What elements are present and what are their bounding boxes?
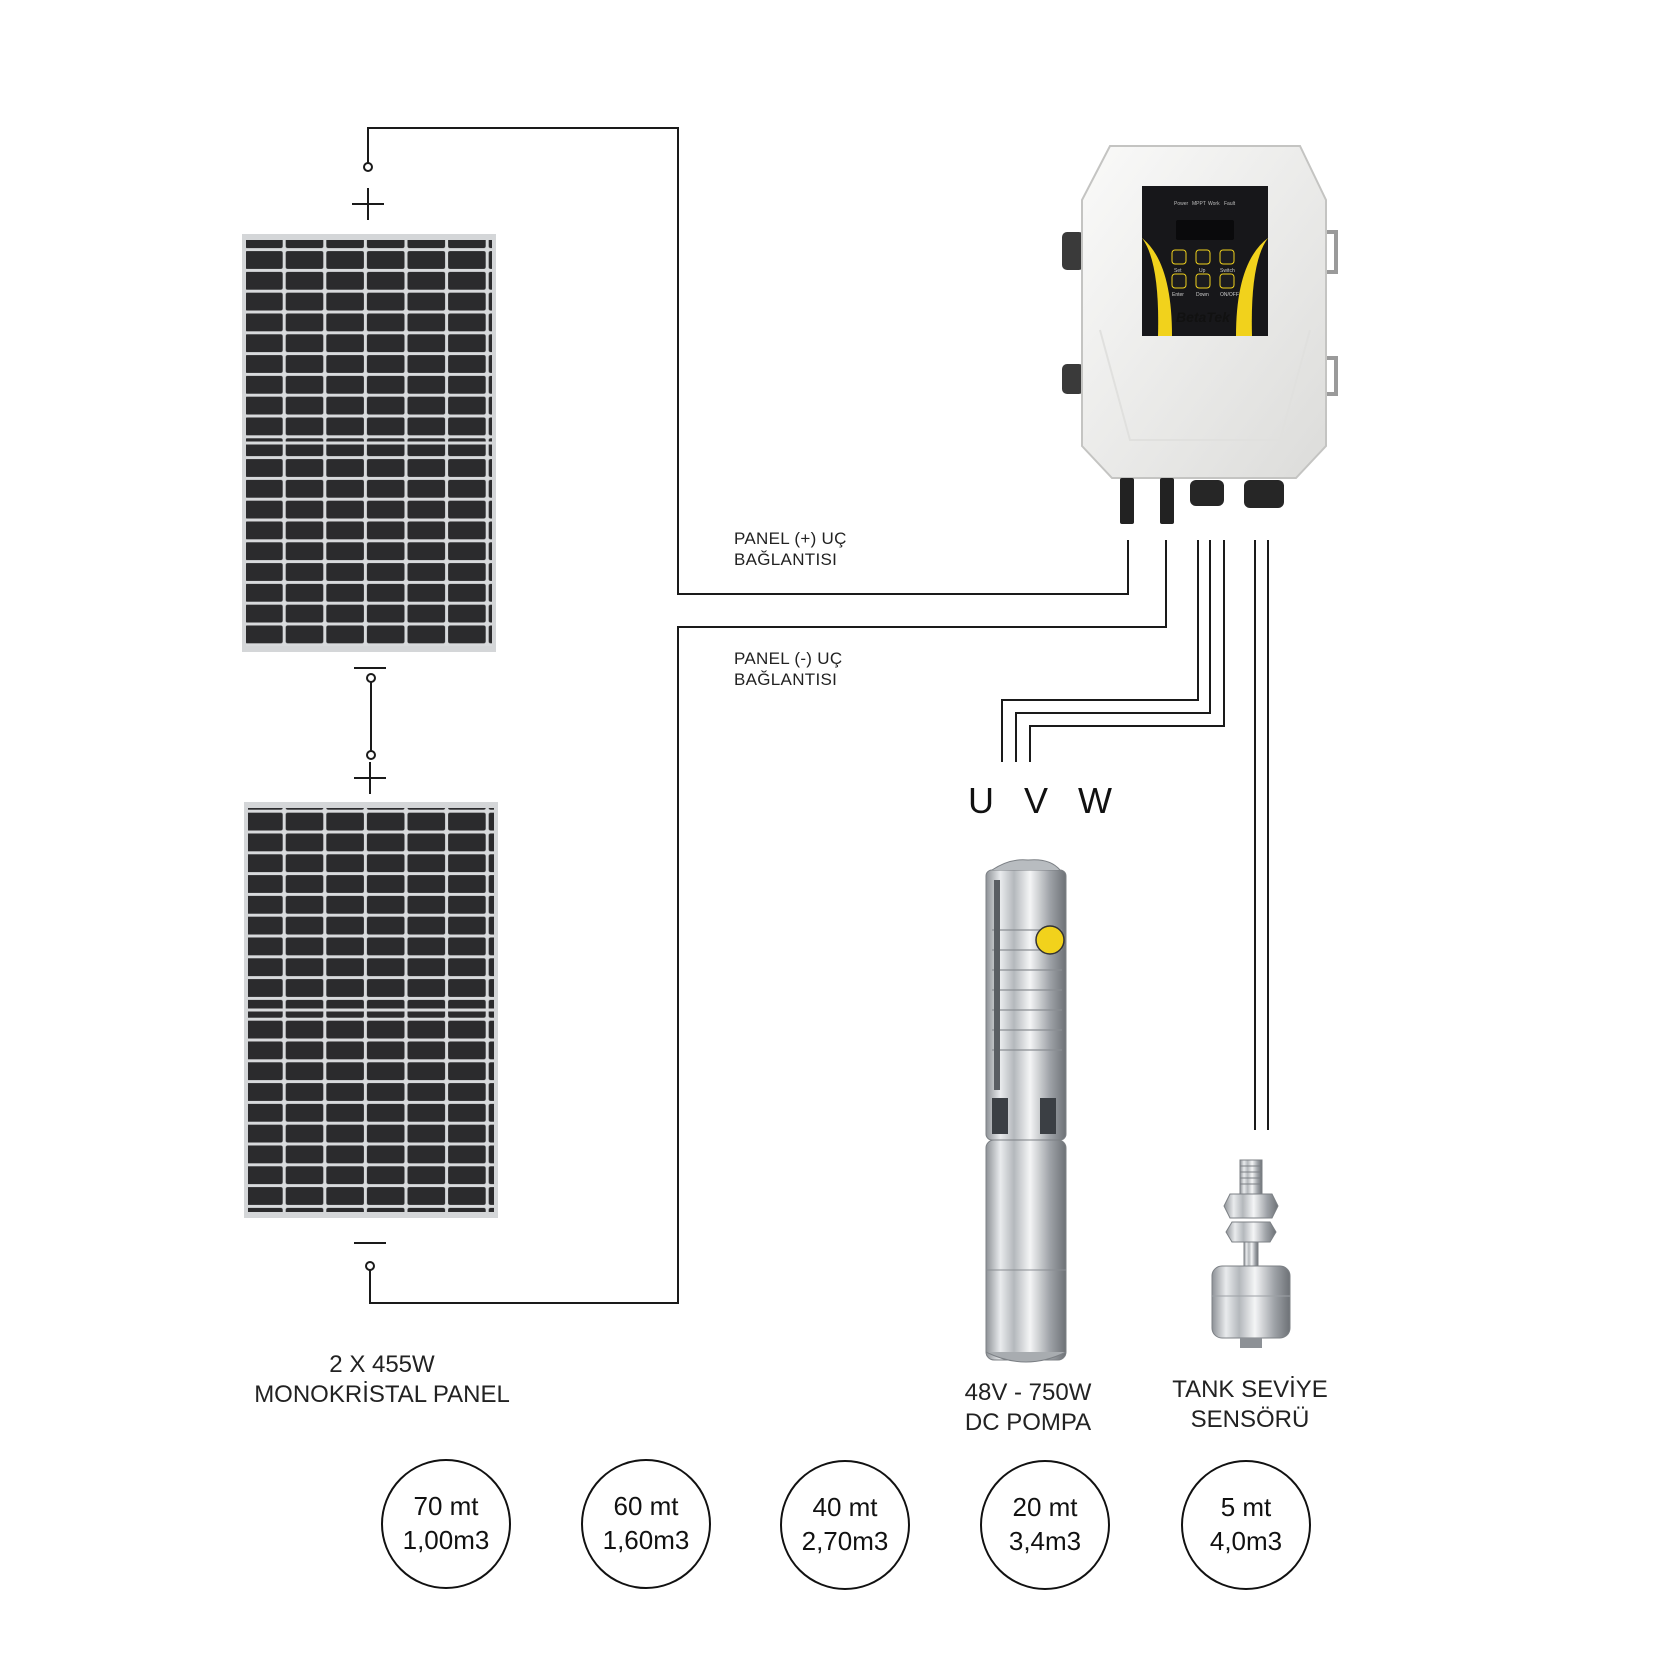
dc-submersible-pump (985, 859, 1067, 1363)
controller-buttons (1171, 249, 1235, 289)
performance-circle: 20 mt 3,4m3 (980, 1460, 1110, 1590)
led-power-label: Power (1174, 201, 1189, 207)
panel-polarity-markers (352, 188, 386, 1244)
button-enter-label: Enter (1172, 292, 1184, 298)
performance-flow: 3,4m3 (1008, 1526, 1082, 1556)
panels-caption: 2 X 455W MONOKRİSTAL PANEL (232, 1350, 532, 1410)
pump-caption: 48V - 750W DC POMPA (938, 1378, 1118, 1438)
button-onoff-label: ON/OFF (1220, 292, 1239, 298)
button-switch-label: Switch (1220, 268, 1235, 274)
sensor-caption: TANK SEVİYE SENSÖRÜ (1150, 1375, 1350, 1435)
performance-flow: 2,70m3 (801, 1526, 889, 1556)
performance-circle: 60 mt 1,60m3 (581, 1459, 711, 1589)
button-set-label: Set (1174, 268, 1182, 274)
performance-flow: 1,00m3 (402, 1525, 490, 1555)
wiring (367, 127, 1269, 1304)
performance-head: 5 mt (1220, 1492, 1272, 1523)
performance-flow: 1,60m3 (602, 1525, 690, 1555)
panel-plus-line1: PANEL (+) UÇ (734, 529, 847, 548)
led-mppt-label: MPPT (1192, 201, 1206, 207)
solar-panel-bottom (244, 802, 498, 1218)
performance-head: 20 mt (1012, 1492, 1078, 1523)
performance-circle: 5 mt 4,0m3 (1181, 1460, 1311, 1590)
panel-minus-line2: BAĞLANTISI (734, 670, 838, 690)
tank-level-sensor (1211, 1159, 1291, 1348)
button-down-label: Down (1196, 292, 1209, 298)
panel-minus-connection-label: PANEL (-) UÇ BAĞLANTISI (734, 648, 842, 691)
controller-brand-logo: BetaTek (1176, 309, 1231, 325)
panel-plus-connection-label: PANEL (+) UÇ BAĞLANTISI (734, 528, 847, 571)
performance-circle: 40 mt 2,70m3 (780, 1460, 910, 1590)
mppt-controller: Power MPPT Work Fault Set Up Switch Ente… (1062, 145, 1338, 524)
led-work-label: Work (1208, 201, 1220, 207)
wire-terminals (363, 162, 376, 1271)
panel-plus-line2: BAĞLANTISI (734, 550, 838, 570)
performance-flow: 4,0m3 (1209, 1526, 1283, 1556)
performance-circle: 70 mt 1,00m3 (381, 1459, 511, 1589)
uvw-phase-label: U V W (968, 780, 1122, 821)
performance-head: 60 mt (613, 1491, 679, 1522)
panel-minus-line1: PANEL (-) UÇ (734, 649, 843, 668)
panels-caption-line1: 2 X 455W (329, 1351, 435, 1378)
button-up-label: Up (1199, 268, 1206, 274)
pump-caption-line2: DC POMPA (964, 1409, 1092, 1436)
pump-caption-line1: 48V - 750W (964, 1379, 1092, 1406)
sensor-caption-line1: TANK SEVİYE (1172, 1376, 1328, 1403)
solar-panel-top (242, 234, 496, 652)
performance-head: 70 mt (413, 1491, 479, 1522)
sensor-caption-line2: SENSÖRÜ (1190, 1406, 1310, 1433)
led-fault-label: Fault (1224, 201, 1236, 207)
performance-head: 40 mt (812, 1492, 878, 1523)
panels-caption-line2: MONOKRİSTAL PANEL (254, 1381, 510, 1408)
